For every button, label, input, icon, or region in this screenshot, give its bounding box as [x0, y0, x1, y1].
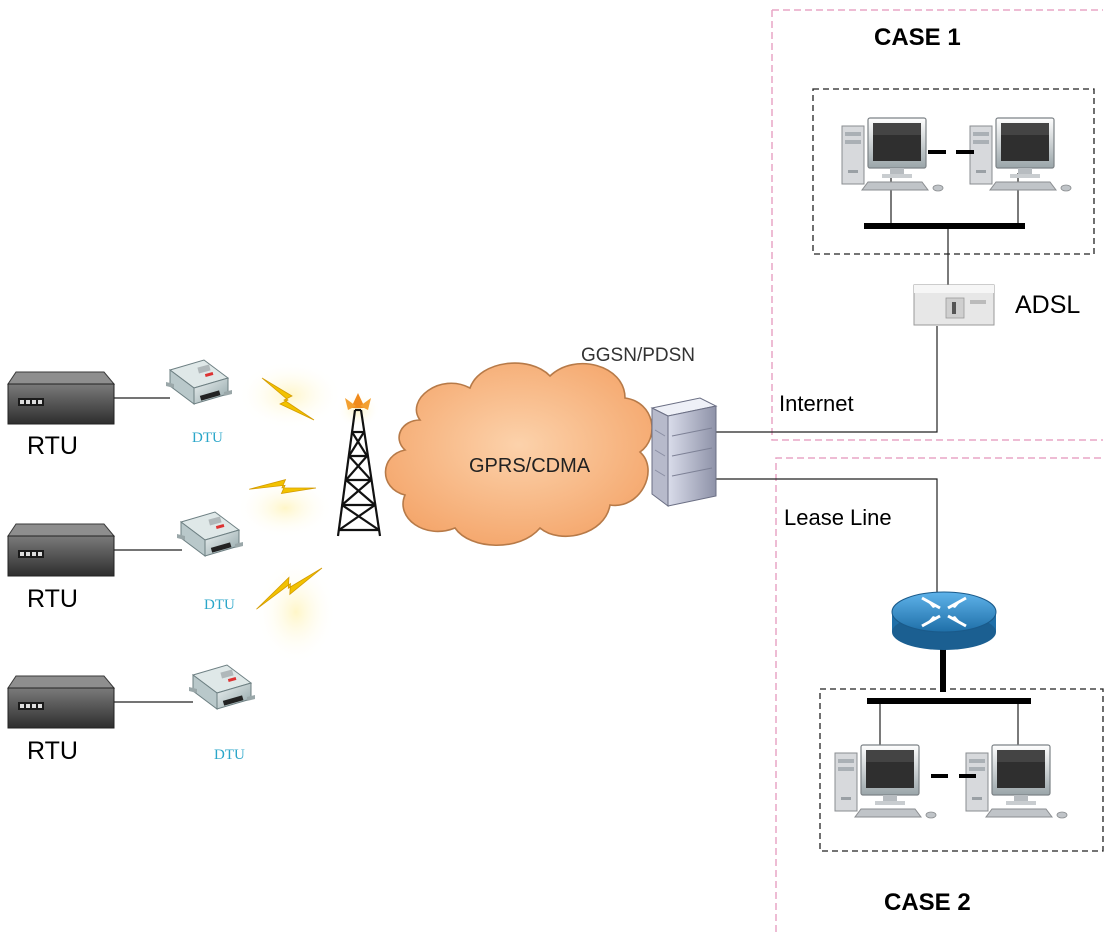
dtu-modem-icon [188, 664, 256, 710]
computer-icon [965, 744, 1068, 819]
case1-lan-box [812, 88, 1095, 255]
dtu-label: DTU [192, 430, 223, 446]
dtu-label: DTU [204, 597, 235, 613]
cloud-label: GPRS/CDMA [469, 455, 591, 477]
case2-border [775, 457, 1103, 932]
server-icon [650, 397, 718, 507]
case2-lan-box [819, 688, 1104, 852]
computer-icon [841, 117, 944, 192]
case1-label: CASE 1 [874, 24, 961, 51]
computer-icon [969, 117, 1072, 192]
rtu-device-icon [7, 523, 115, 577]
lease-line-label: Lease Line [784, 505, 892, 530]
router-icon [891, 591, 997, 650]
internet-label: Internet [779, 391, 854, 416]
dtu-label: DTU [214, 747, 245, 763]
adsl-label: ADSL [1015, 291, 1080, 319]
dtu-modem-icon [165, 359, 233, 405]
rtu-label: RTU [27, 432, 78, 460]
cell-tower-icon [336, 392, 382, 537]
rtu-label: RTU [27, 585, 78, 613]
case1-border [771, 9, 1103, 441]
case2-label: CASE 2 [884, 889, 971, 916]
adsl-modem-icon [913, 284, 995, 326]
dtu-modem-icon [176, 511, 244, 557]
rtu-device-icon [7, 675, 115, 729]
cloud-icon [384, 362, 653, 546]
computer-icon [834, 744, 937, 819]
ggsn-label: GGSN/PDSN [581, 345, 695, 366]
rtu-label: RTU [27, 737, 78, 765]
rtu-device-icon [7, 371, 115, 425]
